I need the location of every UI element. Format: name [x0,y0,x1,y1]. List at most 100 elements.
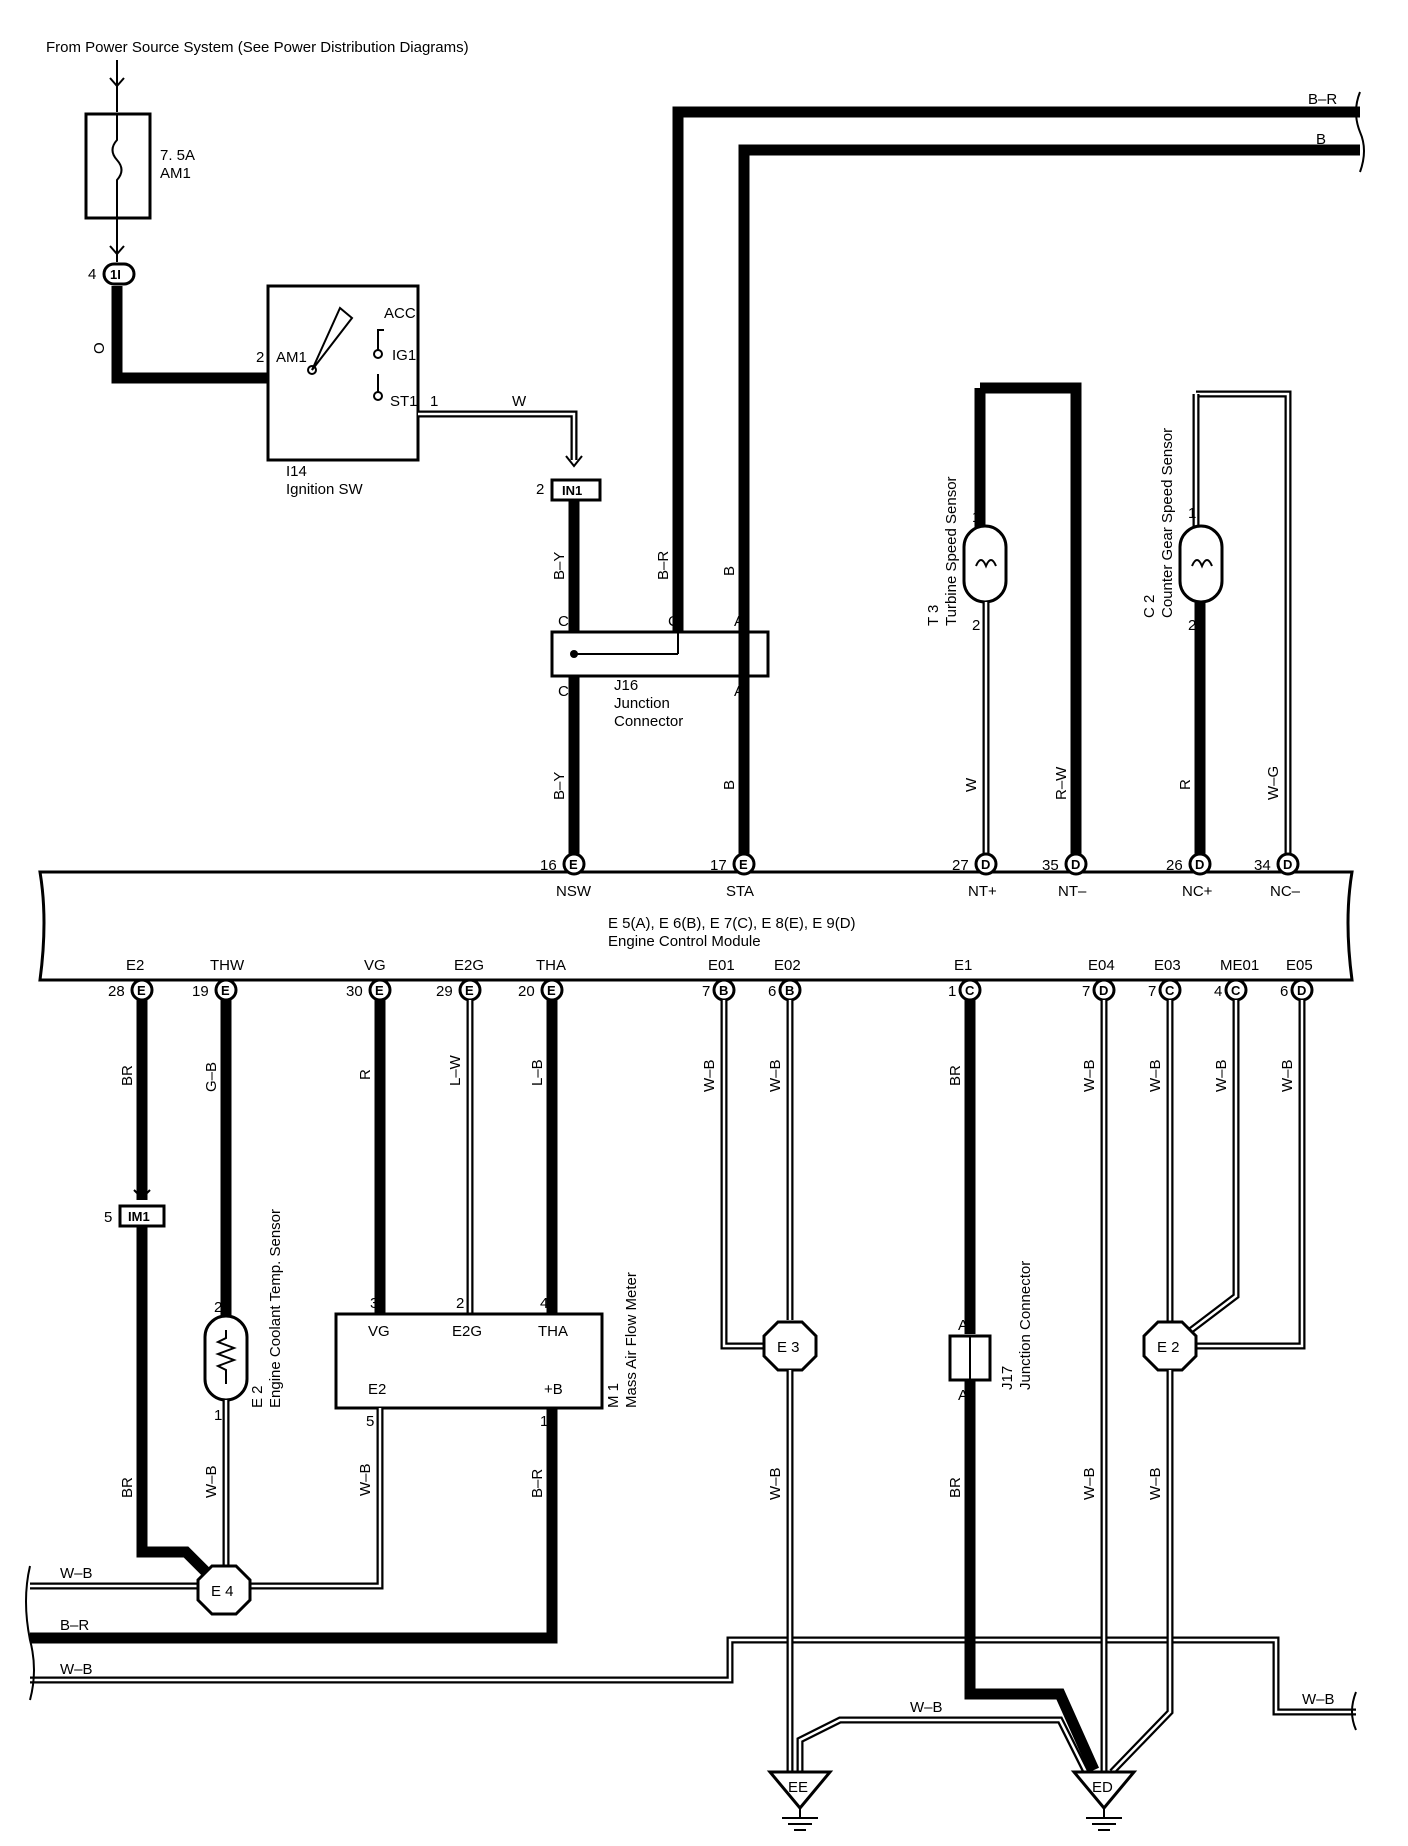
svg-text:BR: BR [947,1065,964,1086]
svg-text:AM1: AM1 [276,349,307,366]
svg-text:1: 1 [214,1407,222,1424]
svg-text:C 2: C 2 [1141,595,1158,618]
svg-text:W: W [512,393,527,410]
svg-text:2: 2 [972,617,980,634]
wire-b-top [738,144,1360,864]
svg-text:J16: J16 [614,677,638,694]
svg-text:W–B: W–B [1147,1059,1164,1092]
ignition-switch: 2 AM1 ACC IG1 ST1 1 I14 Ignition SW [256,284,438,498]
svg-text:W–B: W–B [1302,1691,1335,1708]
svg-text:B–R: B–R [655,551,672,580]
ground-ee: EE [766,1770,834,1831]
wire-w-b-e01 [720,1000,768,1350]
svg-text:E 4: E 4 [211,1583,234,1600]
svg-text:M 1: M 1 [605,1383,622,1408]
break-left [25,1565,35,1701]
svg-text:B–R: B–R [529,1469,546,1498]
svg-text:W–B: W–B [203,1465,220,1498]
svg-text:Engine Coolant Temp. Sensor: Engine Coolant Temp. Sensor [267,1209,284,1408]
svg-text:34: 34 [1254,857,1271,874]
svg-text:4: 4 [540,1295,548,1312]
fuse-name: AM1 [160,165,191,182]
junction-j16: C C A C A J16 Junction Connector [550,613,770,730]
svg-text:ST1: ST1 [390,393,418,410]
splice-e3: E 3 [762,1320,818,1372]
svg-text:IM1: IM1 [128,1209,150,1224]
svg-text:5: 5 [366,1413,374,1430]
connector-1i: 4 1I [88,262,136,286]
svg-text:E: E [375,983,384,998]
svg-text:27: 27 [952,857,969,874]
wire-w-b-e2-ground [1109,1370,1174,1775]
svg-text:4: 4 [1214,983,1222,1000]
svg-text:B: B [721,780,738,790]
svg-text:Connector: Connector [614,713,683,730]
svg-text:20: 20 [518,983,535,1000]
svg-text:W–B: W–B [357,1463,374,1496]
ecm-pin-name: THW [210,957,245,974]
svg-text:BR: BR [947,1477,964,1498]
svg-text:C: C [1231,983,1241,998]
svg-text:Turbine Speed Sensor: Turbine Speed Sensor [943,476,960,626]
svg-text:W–B: W–B [1279,1059,1296,1092]
svg-text:W–G: W–G [1265,766,1282,800]
svg-text:G–B: G–B [203,1062,220,1092]
ecm-pin-name: E01 [708,957,735,974]
svg-text:D: D [1297,983,1306,998]
svg-text:IG1: IG1 [392,347,416,364]
svg-text:6: 6 [1280,983,1288,1000]
svg-text:W–B: W–B [701,1059,718,1092]
svg-text:R–W: R–W [1053,766,1070,800]
svg-text:Counter Gear Speed Sensor: Counter Gear Speed Sensor [1159,428,1176,618]
svg-text:2: 2 [256,349,264,366]
wire-w-b-left-bottom [30,1636,1356,1716]
svg-text:Junction Connector: Junction Connector [1017,1261,1034,1390]
fuse-am1: 7. 5A AM1 [84,112,195,220]
wire-b-r-top [672,106,1360,648]
svg-text:W–B: W–B [1213,1059,1230,1092]
svg-text:W–B: W–B [60,1565,93,1582]
svg-text:29: 29 [436,983,453,1000]
svg-text:B: B [719,983,728,998]
source-note: From Power Source System (See Power Dist… [46,39,469,56]
ecm-pin-name: NC– [1270,883,1301,900]
svg-text:I14: I14 [286,463,307,480]
svg-text:O: O [91,342,108,354]
svg-text:+B: +B [544,1381,563,1398]
svg-text:28: 28 [108,983,125,1000]
svg-text:C: C [965,983,975,998]
ecm-pin-name: ME01 [1220,957,1259,974]
svg-text:1: 1 [540,1413,548,1430]
svg-text:26: 26 [1166,857,1183,874]
ecm-pin-name: THA [536,957,566,974]
svg-text:17: 17 [710,857,727,874]
svg-text:BR: BR [119,1477,136,1498]
svg-text:30: 30 [346,983,363,1000]
svg-text:E: E [221,983,230,998]
svg-text:7: 7 [1148,983,1156,1000]
svg-text:W–B: W–B [60,1661,93,1678]
svg-text:2: 2 [456,1295,464,1312]
wire-o [111,286,268,384]
svg-text:D: D [981,857,990,872]
power-input-arrow [109,60,125,112]
break-right [1355,91,1365,173]
svg-text:VG: VG [368,1323,390,1340]
svg-text:BR: BR [119,1065,136,1086]
ground-ed: ED [1070,1770,1138,1831]
svg-text:16: 16 [540,857,557,874]
svg-text:C: C [558,613,569,630]
svg-text:35: 35 [1042,857,1059,874]
svg-text:J17: J17 [999,1366,1016,1390]
connector-im1: 5 IM1 [104,1204,166,1228]
svg-text:E 5(A), E 6(B), E 7(C), E 8(E): E 5(A), E 6(B), E 7(C), E 8(E), E 9(D) [608,915,856,932]
svg-text:ACC: ACC [384,305,416,322]
svg-text:L–W: L–W [447,1054,464,1086]
svg-text:D: D [1099,983,1108,998]
engine-control-module: E 5(A), E 6(B), E 7(C), E 8(E), E 9(D) E… [38,870,1354,982]
